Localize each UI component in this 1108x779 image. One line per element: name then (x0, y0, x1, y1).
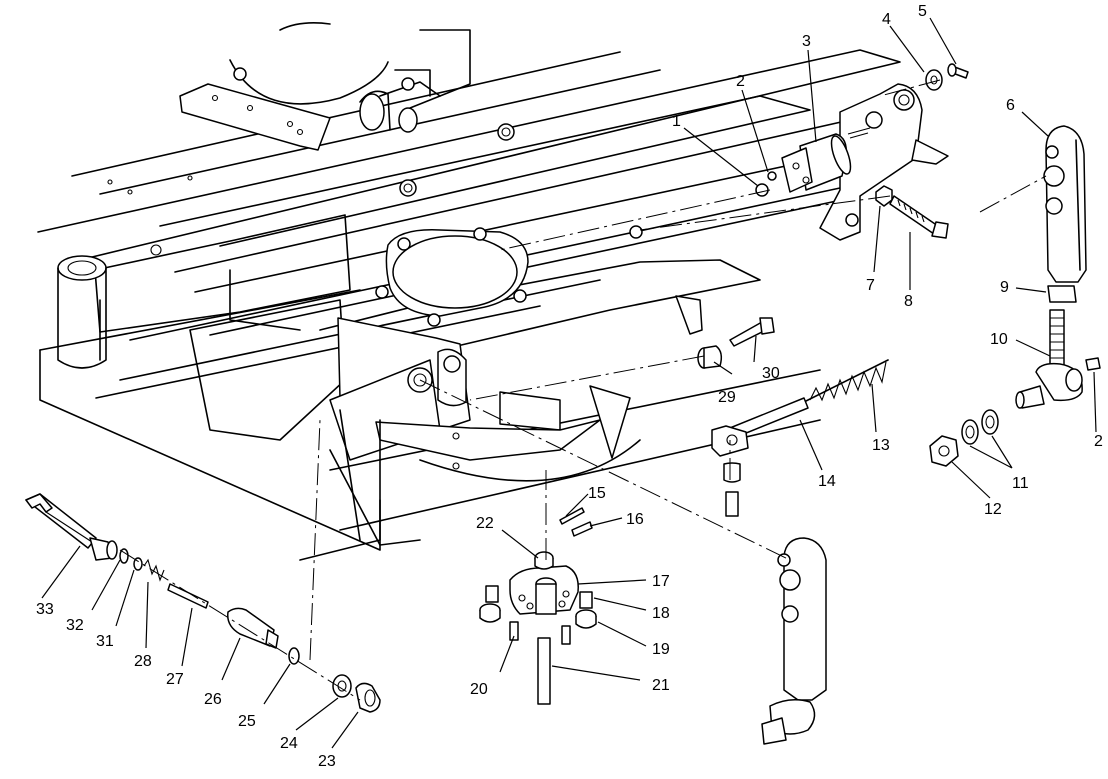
part-13-spring (799, 359, 889, 405)
callout-3: 3 (802, 33, 811, 50)
callout-18: 18 (652, 605, 670, 622)
part-30-bolt (729, 317, 775, 347)
part-19-spacers (479, 603, 597, 629)
callout-25: 25 (238, 713, 256, 730)
part-20-pins (509, 621, 571, 645)
callout-28: 28 (134, 653, 152, 670)
part-12-lock-nut (929, 435, 959, 467)
callout-12: 12 (984, 501, 1002, 518)
part-14-adjuster-rod (711, 397, 809, 517)
part-15-cotter-pin (559, 507, 585, 525)
callout-33: 33 (36, 601, 54, 618)
callout-labels: 1 2 3 4 5 6 7 8 9 10 2 11 12 13 14 15 16… (36, 3, 1103, 770)
callout-27: 27 (166, 671, 184, 688)
callout-7: 7 (866, 277, 875, 294)
callout-29: 29 (718, 389, 736, 406)
lower-lift-arm (761, 537, 827, 745)
callout-2: 2 (736, 73, 745, 90)
part-31-nut (133, 557, 143, 571)
callout-9: 9 (1000, 279, 1009, 296)
callout-4: 4 (882, 11, 891, 28)
main-frame (37, 22, 949, 561)
callout-14: 14 (818, 473, 836, 490)
callout-11: 11 (1012, 475, 1029, 492)
callout-23: 23 (318, 753, 336, 770)
callout-1: 1 (672, 113, 681, 130)
part-24-nut (332, 674, 352, 698)
callout-32: 32 (66, 617, 84, 634)
callout-31: 31 (96, 633, 114, 650)
part-10-rod-end (1015, 309, 1083, 409)
centerlines (119, 79, 1047, 701)
part-23-bushing (355, 682, 381, 713)
callout-8: 8 (904, 293, 913, 310)
callout-20: 20 (470, 681, 488, 698)
part-4-washer (925, 69, 943, 91)
callout-17: 17 (652, 573, 670, 590)
part-33-control-cable (25, 493, 118, 561)
callout-6: 6 (1006, 97, 1015, 114)
part-9-jam-nut (1047, 285, 1077, 303)
part-11-washers (961, 409, 999, 445)
part-2-grease-fitting (767, 171, 777, 181)
callout-5: 5 (918, 3, 927, 20)
callout-22: 22 (476, 515, 494, 532)
callout-2-right: 2 (1094, 433, 1103, 450)
callout-26: 26 (204, 691, 222, 708)
callout-10: 10 (990, 331, 1008, 348)
callout-16: 16 (626, 511, 644, 528)
callout-13: 13 (872, 437, 890, 454)
part-27-rod (167, 583, 209, 609)
part-18-bushings (485, 585, 593, 609)
part-6-lift-arm (1043, 125, 1087, 283)
callout-19: 19 (652, 641, 670, 658)
part-17-pivot-hub (509, 565, 579, 615)
callout-24: 24 (280, 735, 298, 752)
part-3-pivot-housing (781, 133, 852, 193)
leader-lines (41, 17, 1097, 749)
callout-21: 21 (652, 677, 670, 694)
part-5-screw (947, 63, 969, 79)
part-25-o-ring (288, 647, 300, 665)
part-2-grease-fitting-right (1085, 357, 1101, 371)
part-22-collar (534, 551, 554, 570)
part-32-o-ring (119, 548, 129, 564)
part-21-long-pin (537, 637, 551, 705)
part-16-clevis-pin (571, 521, 593, 537)
callout-15: 15 (588, 485, 606, 502)
part-8-bolt (889, 195, 949, 239)
part-26-sleeve (227, 607, 279, 649)
part-28-spring (143, 558, 165, 582)
callout-30: 30 (762, 365, 780, 382)
